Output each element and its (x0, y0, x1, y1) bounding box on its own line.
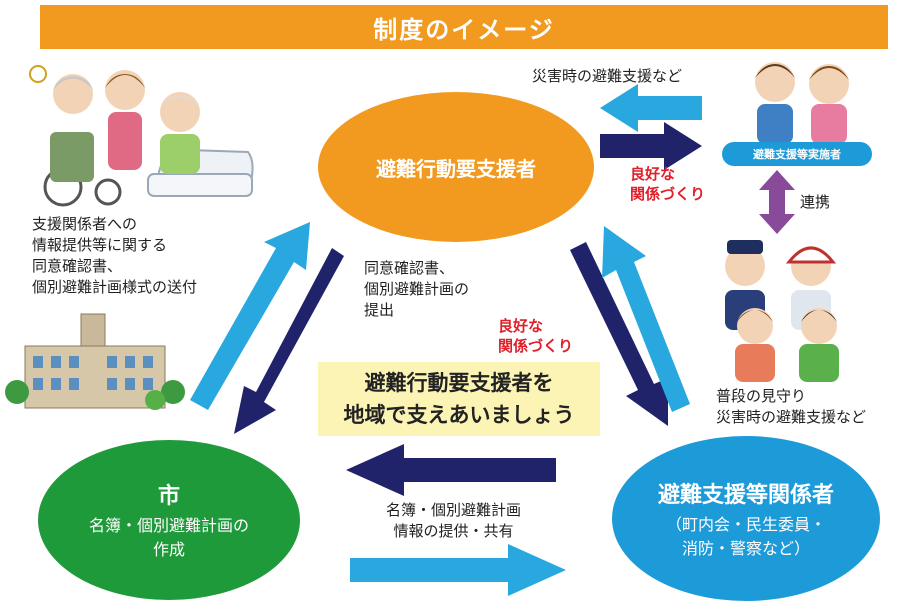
arrow-supporters-to-city (346, 444, 556, 496)
arrow-city-to-main (190, 222, 310, 410)
title-text: 制度のイメージ (373, 15, 555, 44)
watch-line-2: 災害時の避難支援など (716, 408, 867, 426)
disaster-support-label: 災害時の避難支援など (532, 67, 683, 85)
submit-line-3: 提出 (364, 301, 395, 319)
send-forms-line-1: 支援関係者への (32, 215, 138, 233)
good-relation-1-line-1: 良好な (630, 165, 676, 183)
center-message-line-2: 地域で支えあいましょう (343, 403, 575, 427)
community-group-illustration (725, 240, 839, 382)
submit-line-1: 同意確認書、 (364, 259, 455, 277)
main-node: 避難行動要支援者 (318, 92, 594, 242)
arrow-supporters-to-main (602, 226, 690, 412)
share-label: 名簿・個別避難計画 情報の提供・共有 (386, 500, 521, 542)
main-node-label: 避難行動要支援者 (376, 156, 536, 181)
center-message-box: 避難行動要支援者を 地域で支えあいましょう (318, 362, 600, 436)
cooperation-label: 連携 (800, 193, 831, 211)
send-forms-line-4: 個別避難計画様式の送付 (32, 278, 198, 296)
good-relation-label-1: 良好な 関係づくり (630, 164, 705, 204)
watch-label: 普段の見守り 災害時の避難支援など (716, 386, 866, 428)
good-relation-2-line-2: 関係づくり (498, 337, 574, 355)
title-banner: 制度のイメージ (40, 5, 888, 49)
elderly-wheelchair-illustration (29, 65, 254, 207)
send-forms-line-3: 同意確認書、 (32, 257, 123, 275)
helpers-illustration (755, 62, 849, 144)
implementer-badge: 避難支援等実施者 (722, 142, 872, 166)
good-relation-1-line-2: 関係づくり (630, 185, 706, 203)
watch-line-1: 普段の見守り (716, 387, 807, 405)
share-line-2: 情報の提供・共有 (393, 522, 514, 540)
center-message-line-1: 避難行動要支援者を (364, 371, 554, 395)
send-forms-line-2: 情報提供等に関する (32, 236, 168, 254)
good-relation-2-line-1: 良好な (498, 317, 544, 335)
supporters-node-title: 避難支援等関係者 (657, 482, 834, 508)
city-node-title: 市 (157, 484, 180, 509)
arrow-implementer-to-main (600, 84, 702, 132)
supporters-node: 避難支援等関係者 （町内会・民生委員・ 消防・警察など） (612, 436, 880, 601)
arrow-cooperation (759, 170, 795, 234)
city-node: 市 名簿・個別避難計画の 作成 (38, 440, 300, 600)
submit-label: 同意確認書、 個別避難計画の 提出 (364, 258, 469, 321)
city-hall-illustration (5, 313, 185, 410)
arrow-main-to-supporters (570, 242, 668, 426)
arrow-main-to-city (234, 248, 344, 434)
share-line-1: 名簿・個別避難計画 (386, 501, 522, 519)
implementer-badge-label: 避難支援等実施者 (753, 148, 841, 161)
good-relation-label-2: 良好な 関係づくり (498, 316, 573, 356)
arrow-main-to-implementer (600, 122, 702, 170)
supporters-node-sub-1: （町内会・民生委員・ (665, 514, 826, 534)
supporters-node-sub-2: 消防・警察など） (681, 538, 810, 558)
submit-line-2: 個別避難計画の (364, 280, 470, 298)
send-forms-label: 支援関係者への 情報提供等に関する 同意確認書、 個別避難計画様式の送付 (32, 214, 197, 298)
city-node-sub-2: 作成 (152, 540, 185, 559)
city-node-sub-1: 名簿・個別避難計画の (88, 516, 249, 535)
arrow-city-to-supporters (350, 544, 566, 596)
